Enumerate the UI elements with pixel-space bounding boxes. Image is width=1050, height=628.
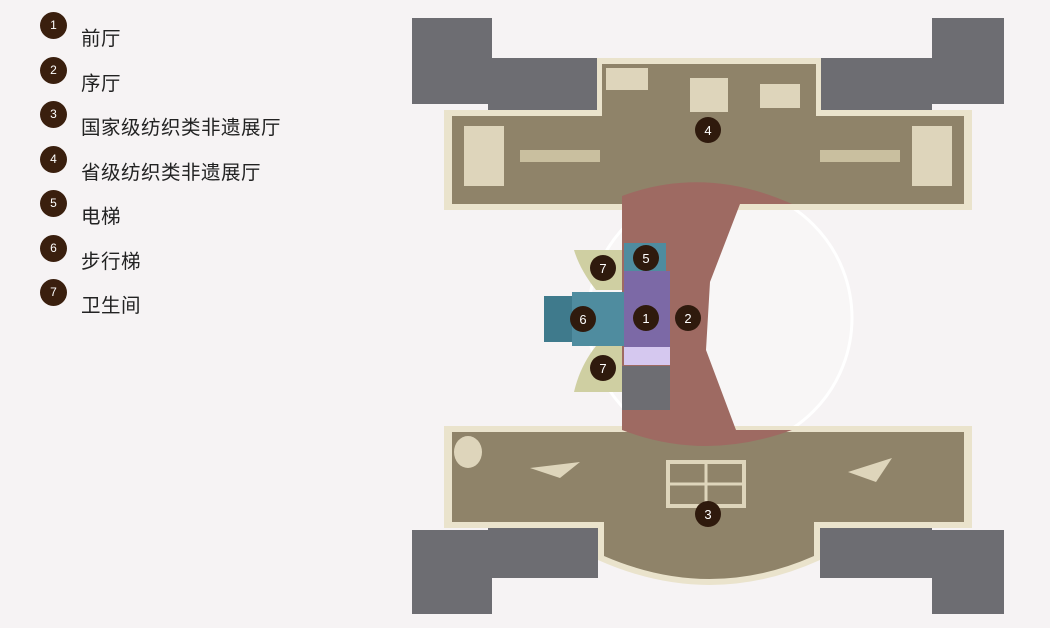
front-hall-entry	[624, 347, 670, 365]
stair-tower-top-left	[412, 18, 492, 104]
legend-number: 6	[40, 234, 67, 262]
service-block-bottom-left	[488, 528, 598, 578]
legend-number: 3	[40, 101, 67, 128]
stair-treads	[544, 296, 574, 342]
svg-text:3: 3	[704, 507, 711, 522]
legend-label: 步行梯	[81, 250, 142, 273]
exhibit-case	[454, 436, 482, 468]
exhibit-case	[606, 68, 648, 90]
service-block-top-left	[488, 58, 598, 110]
legend-label: 电梯	[81, 206, 122, 228]
exhibit-case	[464, 126, 504, 186]
legend-number: 4	[40, 145, 67, 173]
svg-text:4: 4	[704, 123, 711, 138]
stair-tower-top-right	[932, 18, 1004, 104]
national-hall-south	[604, 520, 814, 579]
display-wall	[520, 150, 600, 162]
legend-number: 1	[40, 12, 67, 39]
svg-text:5: 5	[642, 251, 649, 266]
legend-label: 卫生间	[81, 295, 142, 317]
marker-front-hall: 1	[633, 305, 659, 331]
stair-tower-bottom-right	[932, 530, 1004, 614]
legend-label: 省级纺织类非遗展厅	[81, 161, 262, 184]
svg-text:1: 1	[642, 311, 649, 326]
exhibit-platform	[848, 458, 892, 482]
stair-tower-bottom-left	[412, 530, 492, 614]
legend-number: 7	[40, 279, 67, 306]
marker-restroom-lower: 7	[590, 355, 616, 381]
legend-number: 2	[40, 56, 67, 84]
marker-elevator: 5	[633, 245, 659, 271]
service-block-top-right	[820, 58, 932, 110]
exhibit-case	[760, 84, 800, 108]
legend-number: 5	[40, 190, 67, 217]
legend-label: 国家级纺织类非遗展厅	[81, 117, 282, 139]
marker-restroom-upper: 7	[590, 255, 616, 281]
marker-stairs: 6	[570, 306, 596, 332]
exhibit-case	[690, 78, 728, 112]
legend-label: 序厅	[81, 72, 122, 95]
marker-prelude-hall: 2	[675, 305, 701, 331]
core-lower	[622, 366, 670, 410]
marker-provincial-hall: 4	[695, 117, 721, 143]
legend-label: 前厅	[81, 28, 122, 50]
svg-text:6: 6	[579, 312, 586, 327]
service-block-bottom-right	[820, 528, 932, 578]
svg-text:7: 7	[599, 261, 606, 276]
svg-text:2: 2	[684, 311, 691, 326]
svg-text:7: 7	[599, 361, 606, 376]
display-wall	[820, 150, 900, 162]
exhibit-case	[912, 126, 952, 186]
marker-national-hall: 3	[695, 501, 721, 527]
exhibit-platform	[530, 462, 580, 478]
top-wing	[412, 18, 1004, 210]
